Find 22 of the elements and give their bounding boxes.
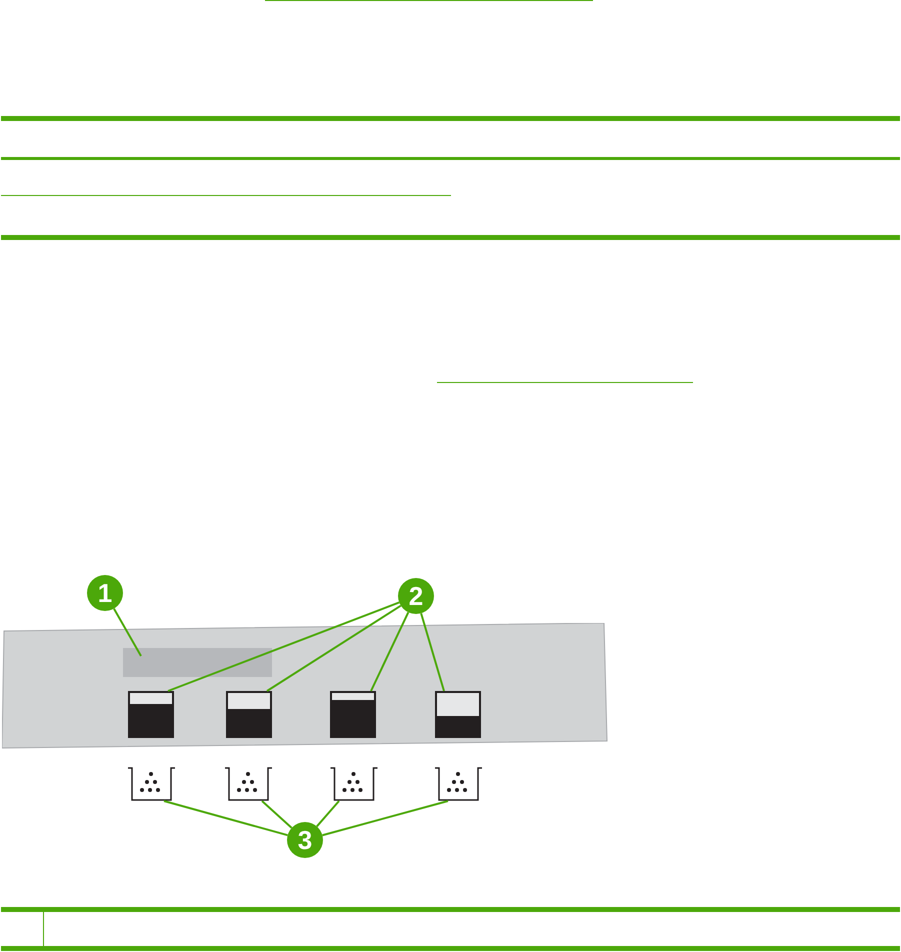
- toner-gauge: [128, 691, 174, 738]
- display-window: [123, 648, 272, 677]
- callout-number: 1: [87, 575, 123, 611]
- toner-gauge: [435, 691, 481, 738]
- toner-bin-icon: [128, 767, 175, 801]
- callout-number: 3: [287, 822, 323, 858]
- toner-bin-icon: [330, 767, 378, 801]
- callout-number: 2: [398, 578, 434, 614]
- leader-line: [113, 608, 142, 656]
- leader-line: [370, 612, 410, 692]
- toner-gauge: [226, 691, 272, 738]
- leader-line: [261, 800, 292, 829]
- leader-line: [168, 602, 400, 692]
- leader-line: [266, 604, 402, 692]
- control-panel: [2, 623, 608, 749]
- leader-line: [164, 800, 288, 836]
- toner-bin-icon: [225, 767, 272, 801]
- toner-gauge: [330, 691, 376, 738]
- leader-line: [420, 612, 445, 692]
- leader-line: [322, 800, 448, 836]
- toner-bin-icon: [435, 767, 482, 801]
- leader-line: [316, 800, 340, 828]
